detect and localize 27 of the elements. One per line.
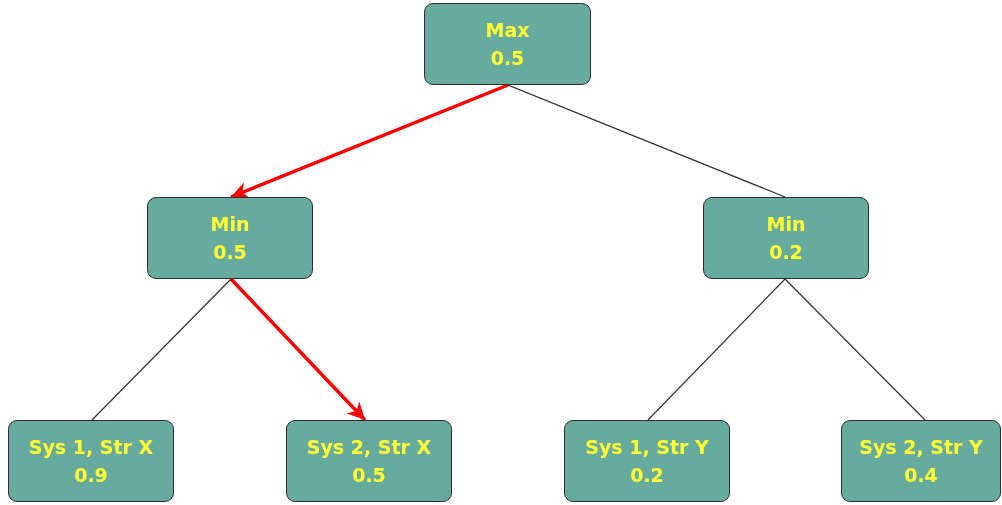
node-title: Sys 2, Str Y xyxy=(859,435,983,459)
connector-line xyxy=(507,84,786,198)
tree-node-box xyxy=(147,197,313,279)
connector-line xyxy=(91,278,232,421)
tree-node-box xyxy=(8,420,174,502)
connector-line xyxy=(647,278,786,421)
node-value: 0.2 xyxy=(630,463,664,487)
node-value: 0.5 xyxy=(490,46,525,70)
node-title: Min xyxy=(210,212,250,236)
connector-line xyxy=(784,278,926,421)
tree-node-box xyxy=(841,420,1001,502)
node-title: Max xyxy=(485,18,530,42)
node-title: Sys 2, Str X xyxy=(306,435,432,459)
arrow xyxy=(229,277,367,422)
node-title: Min xyxy=(766,212,806,236)
tree-node-box xyxy=(286,420,452,502)
node-title: Sys 1, Str Y xyxy=(585,435,709,459)
arrow xyxy=(230,83,509,199)
tree-node-box xyxy=(703,197,869,279)
node-value: 0.5 xyxy=(213,240,247,264)
tree-node-box xyxy=(564,420,730,502)
node-title: Sys 1, Str X xyxy=(28,435,154,459)
node-value: 0.5 xyxy=(352,463,386,487)
node-value: 0.4 xyxy=(904,463,938,487)
node-value: 0.2 xyxy=(769,240,803,264)
node-value: 0.9 xyxy=(74,463,108,487)
tree-node-box xyxy=(424,3,591,85)
